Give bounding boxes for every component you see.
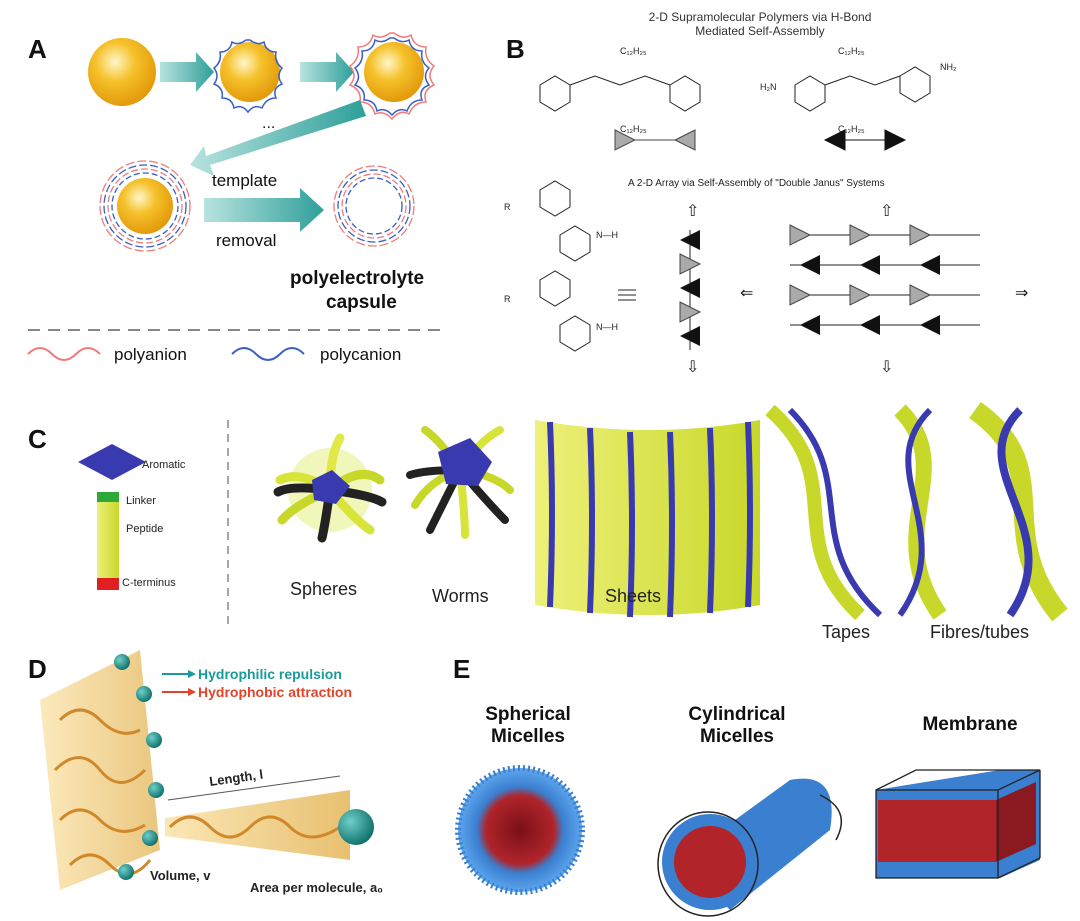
spherical-micelle (458, 768, 582, 892)
attraction-legend: Hydrophobic attraction (198, 684, 352, 700)
linker-block (97, 492, 119, 502)
panel-b-title-line1: 2-D Supramolecular Polymers via H-Bond (648, 10, 872, 24)
peptide-block (97, 502, 119, 578)
spheres-label: Spheres (290, 579, 357, 599)
cterminus-label: C-terminus (122, 577, 176, 589)
panel-b-diagram: C₁₂H₂₅ C₁₂H₂₅ C₁₂H₂₅ C₁₂H₂₅ H₂N NH₂ A 2-… (504, 46, 1028, 376)
length-label: Length, l (208, 767, 264, 789)
membrane-title: Membrane (922, 714, 1018, 735)
sheets-label: Sheets (605, 586, 661, 606)
ellipsis: ... (262, 115, 275, 132)
panel-e-letter: E (453, 654, 471, 684)
hollow-capsule (333, 165, 415, 247)
spherical-title: Spherical Micelles (468, 704, 588, 748)
array-title: A 2-D Array via Self-Assembly of "Double… (628, 178, 885, 189)
template-label: template (212, 171, 277, 190)
spherical-title-line2: Micelles (491, 726, 565, 747)
polycanion-legend-label: polycanion (320, 345, 401, 364)
ring (794, 75, 826, 112)
sheet-assembly (535, 420, 760, 618)
ring (669, 75, 701, 112)
repulsion-legend: Hydrophilic repulsion (198, 666, 342, 682)
svg-text:⇐: ⇐ (740, 285, 753, 302)
svg-text:⇧: ⇧ (880, 203, 893, 220)
cylindrical-title: Cylindrical Micelles (672, 704, 802, 748)
polyanion-legend-label: polyanion (114, 345, 187, 364)
process-arrow (160, 52, 214, 92)
janus-column (679, 230, 702, 350)
double-janus-molecule (539, 180, 591, 352)
coated-particle (364, 42, 424, 102)
panel-d-diagram: Hydrophilic repulsion Hydrophobic attrac… (40, 650, 383, 895)
ring (899, 66, 931, 103)
aromatic-label: Aromatic (142, 459, 186, 471)
nh-label: N—H (596, 230, 618, 240)
r-group: R (504, 294, 511, 304)
ring (539, 75, 571, 112)
coated-particle (117, 178, 173, 234)
polycanion-layer (353, 37, 431, 117)
r-group: R (504, 202, 511, 212)
svg-text:⇒: ⇒ (1015, 285, 1028, 302)
nh-label: N—H (596, 322, 618, 332)
polycanion-layer (212, 39, 284, 114)
panel-a-letter: A (28, 34, 47, 64)
coated-particle (220, 42, 280, 102)
template-removal-arrow (204, 188, 324, 232)
polyanion-legend-line (27, 347, 101, 361)
c12-label: C₁₂H₂₅ (620, 46, 647, 56)
aromatic-block (78, 444, 146, 480)
spherical-title-line1: Spherical (485, 704, 571, 725)
peptide-label: Peptide (126, 523, 163, 535)
headgroup-beads (114, 654, 164, 880)
janus-2d-array (789, 224, 980, 335)
capsule-label-line2: capsule (326, 292, 397, 313)
cylindrical-micelle (657, 778, 842, 917)
svg-text:⇩: ⇩ (880, 359, 893, 376)
c12-label: C₁₂H₂₅ (838, 124, 865, 134)
panel-c-letter: C (28, 424, 47, 454)
fibres-label: Fibres/tubes (930, 622, 1029, 642)
svg-text:⇧: ⇧ (686, 203, 699, 220)
capsule-label-line1: polyelectrolyte (290, 268, 424, 289)
linker-label: Linker (126, 495, 156, 507)
panel-b-title-line2: Mediated Self-Assembly (695, 24, 825, 38)
tape-assembly (765, 404, 883, 621)
c12-label: C₁₂H₂₅ (620, 124, 647, 134)
headgroup (338, 809, 374, 845)
c12-label: C₁₂H₂₅ (838, 46, 865, 56)
nh2-label: NH₂ (940, 62, 957, 72)
polycanion-legend-line (231, 347, 305, 361)
tapes-label: Tapes (822, 622, 870, 642)
panel-e-diagram (455, 765, 1041, 917)
area-label: Area per molecule, a₀ (250, 880, 383, 895)
panel-b-title: 2-D Supramolecular Polymers via H-Bond M… (560, 10, 960, 38)
nh2-label: H₂N (760, 82, 777, 92)
membrane-slab (875, 769, 1041, 879)
panel-d-letter: D (28, 654, 47, 684)
cterminus-block (97, 578, 119, 590)
equivalence-sign (618, 289, 636, 301)
worms-label: Worms (432, 586, 489, 606)
cylindrical-title-line2: Micelles (700, 726, 774, 747)
polyanion-layer (348, 32, 436, 121)
panel-b-letter: B (506, 34, 525, 64)
svg-text:⇩: ⇩ (686, 359, 699, 376)
black-janus-symbol (823, 129, 907, 151)
panel-a-diagram: ... template removal polyelectrolyte cap… (27, 32, 444, 364)
sphere-assembly (273, 433, 387, 543)
worm-assembly (406, 426, 514, 539)
process-arrow (190, 100, 366, 176)
volume-label: Volume, v (150, 868, 211, 883)
cylindrical-title-line1: Cylindrical (688, 704, 786, 725)
process-arrow (300, 52, 354, 92)
fibre-assembly (894, 401, 1068, 622)
amphiphile-cone (165, 790, 350, 860)
core-particle (88, 38, 156, 106)
removal-label: removal (216, 231, 276, 250)
gray-janus-symbol (614, 129, 696, 151)
panel-c-diagram: Aromatic Linker Peptide C-terminus (78, 401, 1068, 642)
